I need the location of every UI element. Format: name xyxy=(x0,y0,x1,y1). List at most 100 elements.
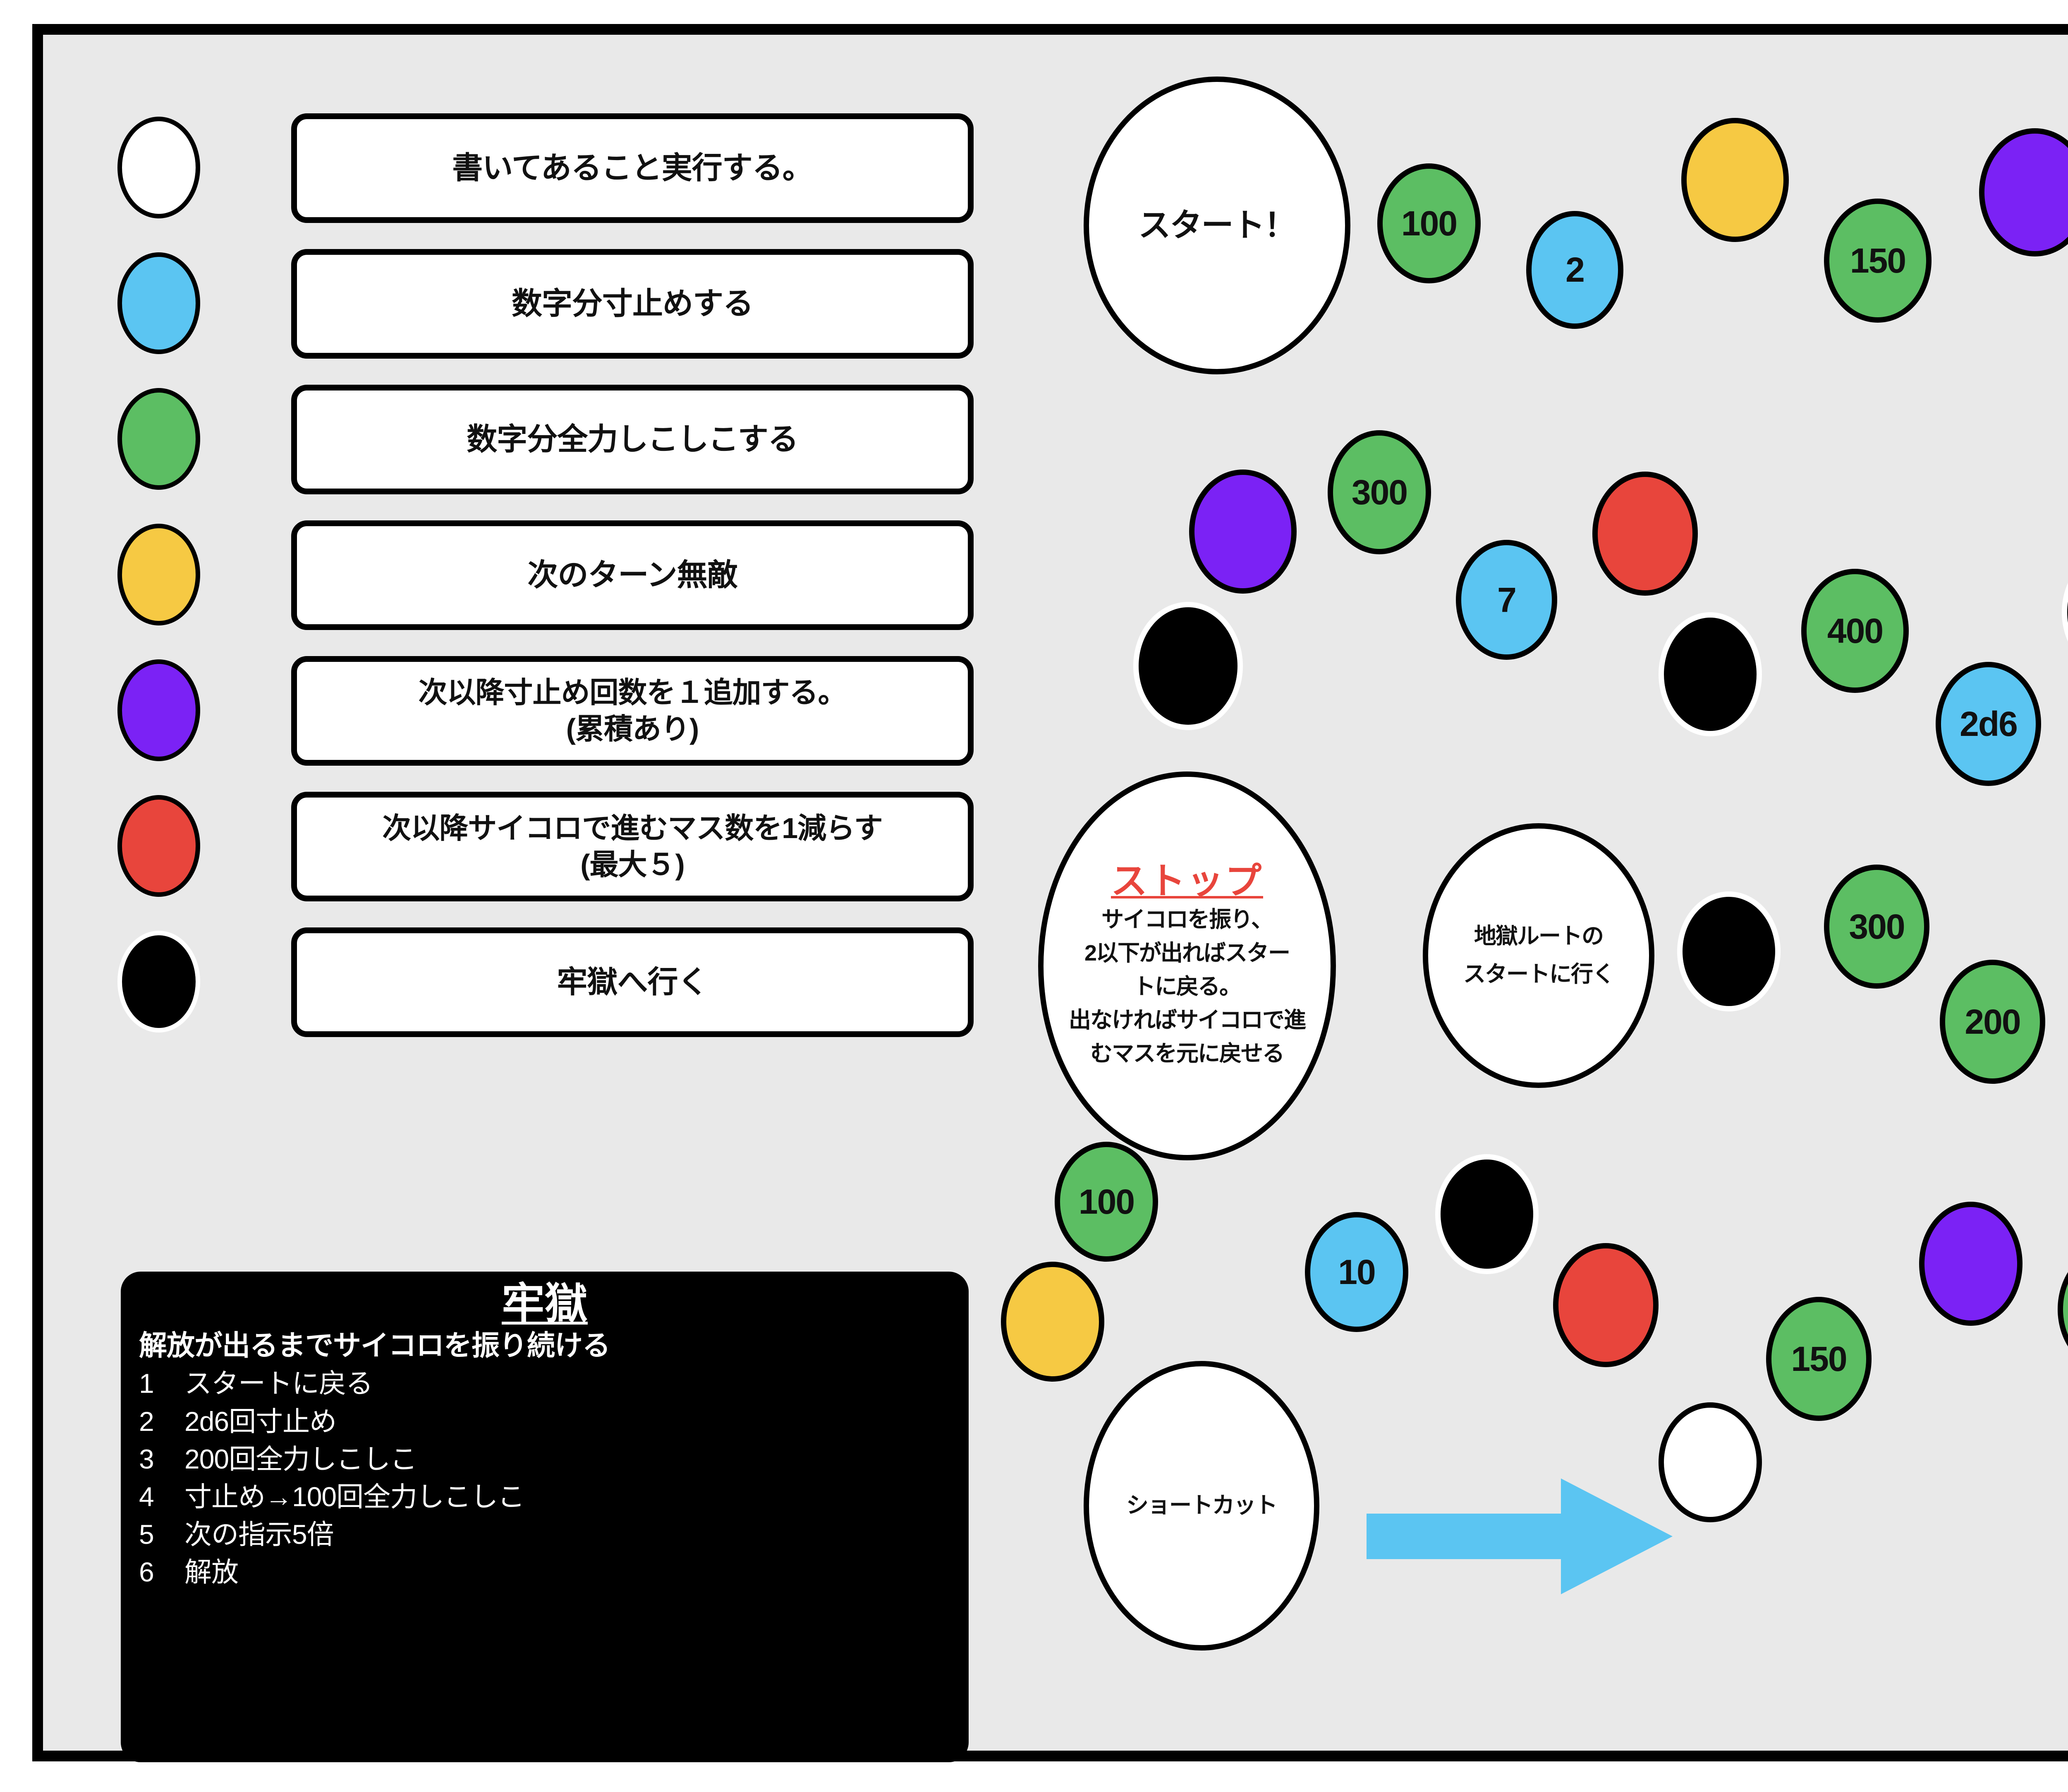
prison-item-text: スタートに戻る xyxy=(184,1368,373,1399)
legend-rule-text: 牢獄へ行く xyxy=(557,963,708,1001)
legend-color-dot-red xyxy=(117,795,200,897)
prison-item-number: 3 xyxy=(139,1443,154,1474)
board-space-black xyxy=(1133,602,1243,730)
board-space-label: 10 xyxy=(1338,1252,1376,1291)
prison-item-number: 2 xyxy=(139,1406,154,1437)
board-space-black xyxy=(1435,1154,1539,1274)
bubble-body-line: スタートに行く xyxy=(1463,962,1615,987)
legend-panel: 書いてあること実行する。数字分寸止めする数字分全力しこしこする次のターン無敵次以… xyxy=(84,109,1003,1267)
legend-rule-box: 数字分全力しこしこする xyxy=(291,385,974,494)
bubble-body: サイコロを振り、2以下が出ればスタートに戻る。出なければサイコロで進むマスを元に… xyxy=(1069,903,1306,1071)
legend-rule-line: 次以降寸止め回数を１追加する。 xyxy=(418,676,847,709)
board-space-label: 150 xyxy=(1791,1339,1847,1378)
board-space-label: 100 xyxy=(1401,204,1458,243)
legend-row: 数字分全力しこしこする xyxy=(84,381,1003,517)
bubble-body-line: スタート！ xyxy=(1138,207,1296,244)
bubble-body-line: 地獄ルートの xyxy=(1474,924,1604,949)
board-space-white xyxy=(1659,1402,1762,1522)
legend-rule-box: 次のターン無敵 xyxy=(291,520,974,630)
prison-item-text: 200回全力しこしこ xyxy=(184,1443,417,1474)
prison-title: 牢獄 xyxy=(501,1280,588,1328)
board-frame: 書いてあること実行する。数字分寸止めする数字分全力しこしこする次のターン無敵次以… xyxy=(32,24,2068,1762)
board-space-black xyxy=(1677,891,1781,1011)
legend-rule-line: (最大５) xyxy=(580,848,685,881)
bubble-body: ショートカット xyxy=(1126,1487,1278,1525)
prison-item-text: 次の指示5倍 xyxy=(184,1519,334,1550)
bubble-body-line: ショートカット xyxy=(1126,1493,1278,1518)
prison-item-text: 2d6回寸止め xyxy=(184,1406,337,1437)
legend-rule-line: 書いてあること実行する。 xyxy=(452,151,813,185)
prison-item-number: 4 xyxy=(139,1481,154,1512)
board-space-black xyxy=(1659,612,1762,736)
prison-list-item: 2 2d6回寸止め xyxy=(139,1403,950,1440)
board-space-blue-2d6: 2d6 xyxy=(1936,662,2041,786)
bubble-title: ストップ xyxy=(1111,860,1263,901)
legend-row: 牢獄へ行く xyxy=(84,923,1003,1060)
prison-list-item: 3 200回全力しこしこ xyxy=(139,1440,950,1478)
legend-rule-line: 数字分全力しこしこする xyxy=(467,422,799,457)
bubble-body-line: 2以下が出ればスター xyxy=(1084,941,1290,966)
legend-color-dot-white xyxy=(117,117,200,218)
board-space-green-200: 200 xyxy=(1940,960,2045,1084)
board-space-label: 400 xyxy=(1827,611,1884,650)
legend-color-dot-purple xyxy=(117,659,200,761)
legend-rule-line: 次以降サイコロで進むマス数を1減らす xyxy=(382,812,883,844)
bubble-body-line: むマスを元に戻せる xyxy=(1090,1041,1285,1066)
legend-rule-line: (累積あり) xyxy=(566,712,699,745)
board-space-label: 100 xyxy=(1078,1182,1135,1221)
legend-rule-text: 次のターン無敵 xyxy=(527,556,737,594)
board-space-green-100: 100 xyxy=(1055,1142,1158,1262)
bubble-body-line: トに戻る。 xyxy=(1133,974,1242,999)
prison-item-number: 1 xyxy=(139,1368,154,1399)
board-space-black xyxy=(2062,550,2068,674)
board-space-blue-7: 7 xyxy=(1456,540,1557,660)
legend-rule-line: 数字分寸止めする xyxy=(512,286,754,321)
legend-rule-text: 書いてあること実行する。 xyxy=(452,149,813,187)
board-space-label: 150 xyxy=(1850,241,1906,280)
board-space-green-100: 100 xyxy=(1377,163,1481,283)
legend-rule-box: 次以降サイコロで進むマス数を1減らす (最大５) xyxy=(291,792,974,901)
board-space-red xyxy=(1553,1243,1659,1367)
prison-list-item: 5 次の指示5倍 xyxy=(139,1516,950,1553)
shortcut-arrow-icon xyxy=(1367,1478,1673,1594)
legend-rule-box: 次以降寸止め回数を１追加する。(累積あり) xyxy=(291,656,974,766)
board-space-green-150: 150 xyxy=(1766,1297,1872,1421)
legend-rule-box: 牢獄へ行く xyxy=(291,927,974,1037)
board-space-label: 300 xyxy=(1351,472,1408,512)
legend-color-dot-blue xyxy=(117,252,200,354)
board-space-purple xyxy=(1979,128,2068,256)
bubble-body-line: サイコロを振り、 xyxy=(1101,907,1273,932)
board-space-green-300: 300 xyxy=(1328,430,1431,554)
legend-rule-line: 次のターン無敵 xyxy=(527,558,737,592)
prison-item-text: 寸止め→100回全力しこしこ xyxy=(184,1481,525,1512)
prison-item-number: 5 xyxy=(139,1519,154,1550)
prison-panel: 牢獄 解放が出るまでサイコロを振り続ける 1 スタートに戻る 2 2d6回寸止め 3 20… xyxy=(121,1272,969,1762)
legend-rule-text: 次以降サイコロで進むマス数を1減らす (最大５) xyxy=(382,810,883,883)
bubble-body: スタート！ xyxy=(1138,205,1296,246)
prison-subtitle: 解放が出るまでサイコロを振り続ける xyxy=(139,1330,610,1362)
board-space-label: 2 xyxy=(1565,250,1585,290)
board-space-label: 2d6 xyxy=(1960,704,2018,743)
board-space-green-300: 300 xyxy=(1824,865,1929,989)
board-space-blue-10: 10 xyxy=(1305,1212,1408,1332)
prison-item-number: 6 xyxy=(139,1556,154,1587)
board-bubble-shortcut: ショートカット xyxy=(1084,1361,1319,1651)
board-space-green-300: 300 xyxy=(2058,1247,2068,1371)
board-space-blue-2: 2 xyxy=(1526,211,1623,329)
legend-row: 書いてあること実行する。 xyxy=(84,109,1003,246)
legend-rule-text: 数字分寸止めする xyxy=(512,285,754,323)
board-space-green-150: 150 xyxy=(1824,199,1932,323)
board-bubble-start: スタート！ xyxy=(1084,77,1350,374)
legend-color-dot-yellow xyxy=(117,524,200,625)
board-space-purple xyxy=(1189,470,1297,594)
legend-rule-box: 書いてあること実行する。 xyxy=(291,113,974,223)
bubble-body: 地獄ルートのスタートに行く xyxy=(1463,918,1615,994)
legend-rule-box: 数字分寸止めする xyxy=(291,249,974,359)
board-space-label: 200 xyxy=(1965,1002,2021,1041)
legend-row: 数字分寸止めする xyxy=(84,245,1003,381)
board-bubble-stop-left: ストップサイコロを振り、2以下が出ればスタートに戻る。出なければサイコロで進むマ… xyxy=(1038,771,1336,1160)
prison-list-item: 4 寸止め→100回全力しこしこ xyxy=(139,1478,950,1516)
board-space-label: 7 xyxy=(1497,580,1517,619)
